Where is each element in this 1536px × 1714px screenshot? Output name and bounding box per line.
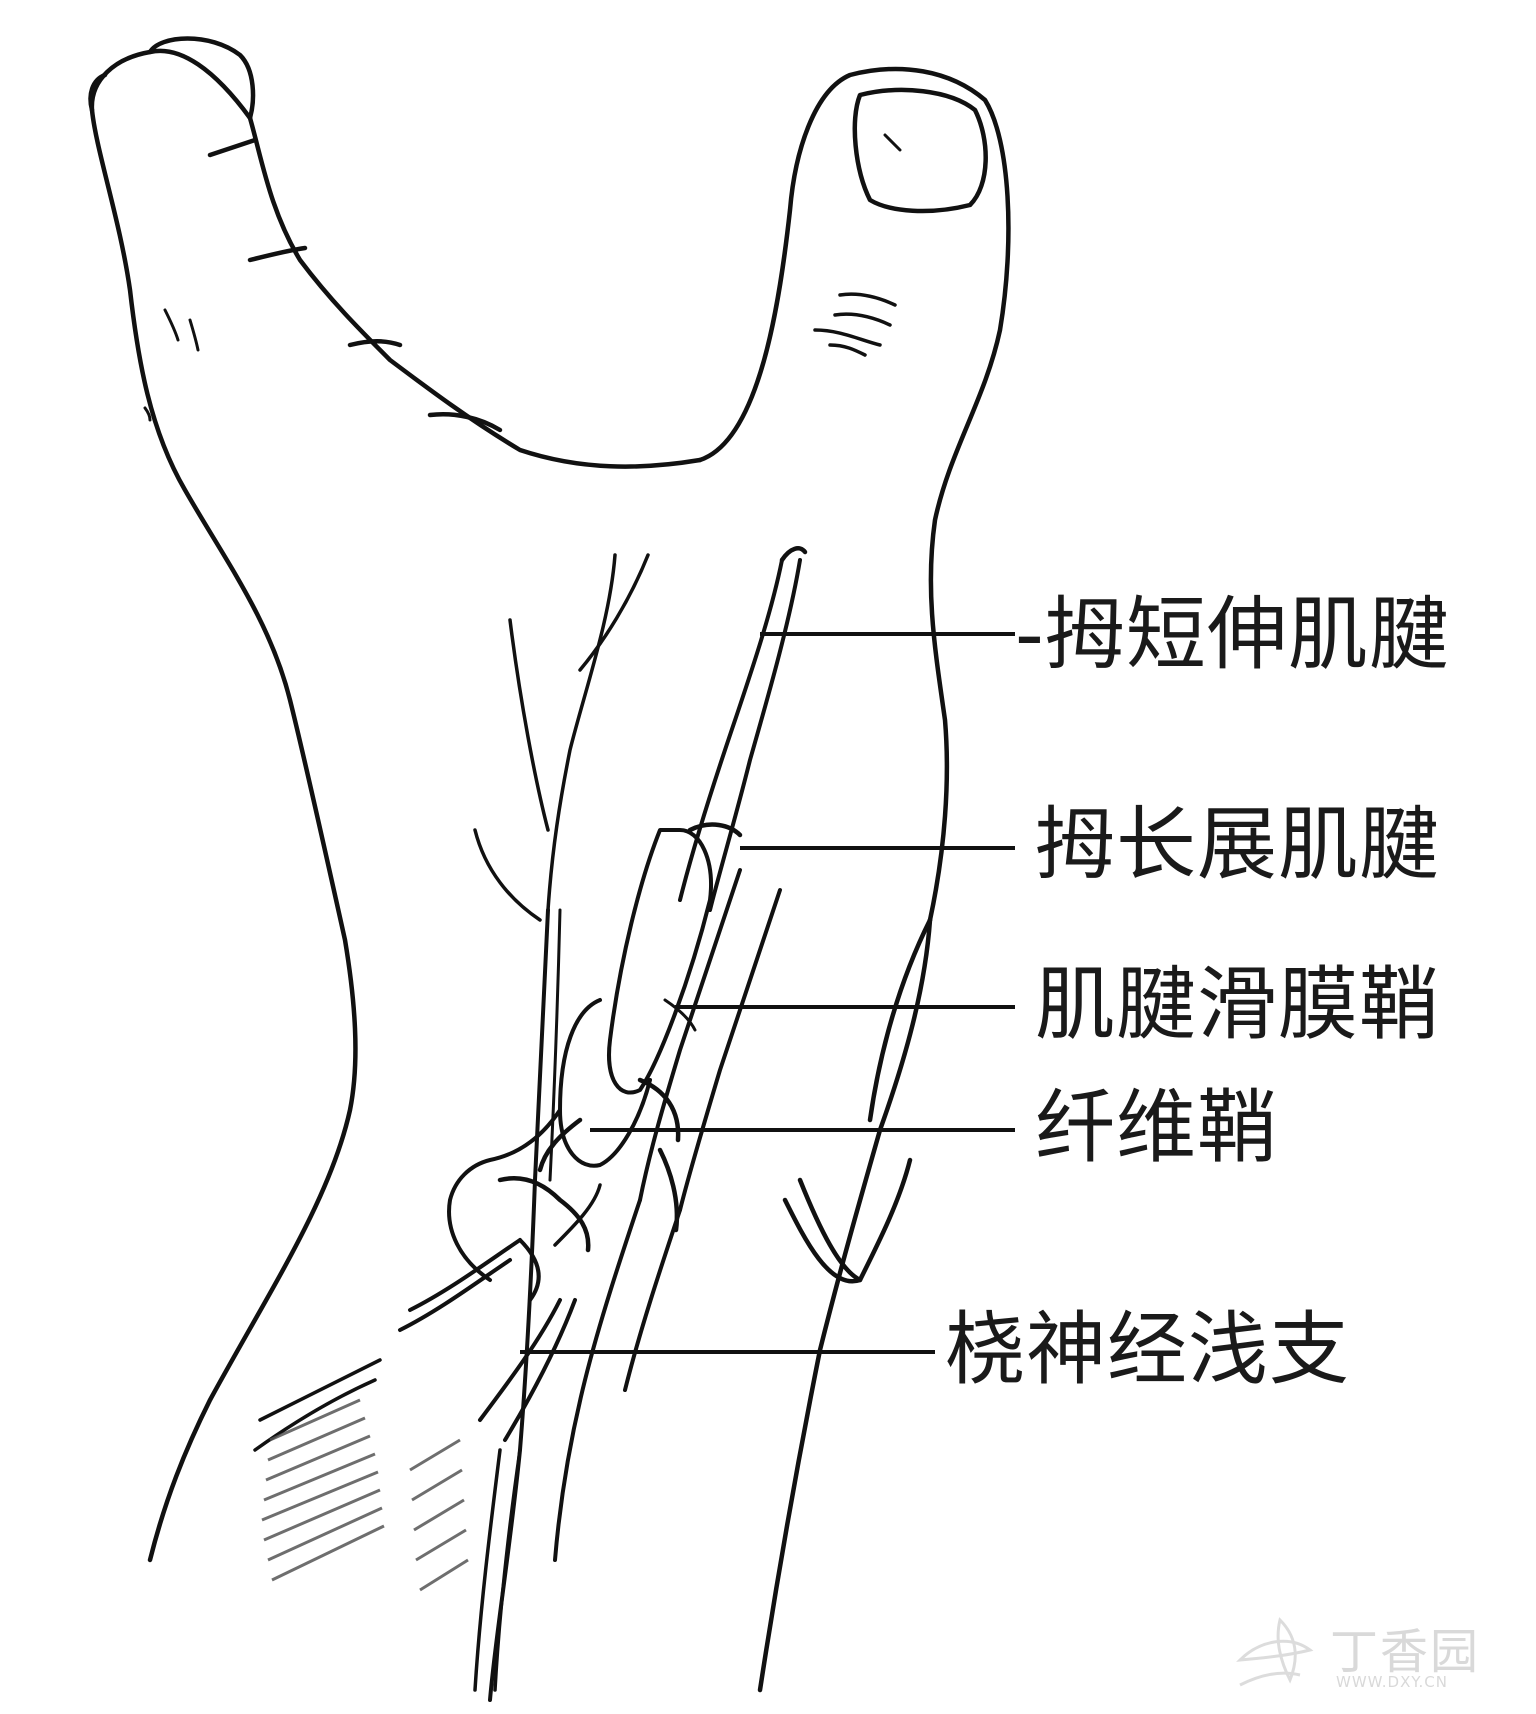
index-inner-edge — [247, 115, 703, 469]
retracted-skin-flap — [447, 1108, 562, 1282]
forearm-radial-edge — [757, 917, 933, 1693]
synovial-sheath — [607, 828, 713, 1095]
label-epb-tendon: -拇短伸肌腱 — [1015, 588, 1450, 681]
muscle-hatching — [261, 1398, 469, 1592]
retractor — [408, 1238, 522, 1312]
label-radial-nerve: 桡神经浅支 — [945, 1303, 1350, 1396]
watermark-text: 丁香园 — [1330, 1624, 1481, 1680]
epb-tendon — [678, 558, 784, 902]
forearm-inner-line — [867, 917, 933, 1123]
thumb-outline-left — [697, 66, 1011, 923]
label-synovial-sheath: 肌腱滑膜鞘 — [1035, 958, 1440, 1051]
watermark-logo — [1236, 1617, 1314, 1687]
label-apl-tendon: 拇长展肌腱 — [1035, 798, 1440, 891]
apl-tendon — [638, 868, 742, 1202]
watermark-url: WWW.DXY.CN — [1336, 1673, 1448, 1691]
nerve-branch — [546, 553, 617, 912]
label-fibrous-sheath: 纤维鞘 — [1035, 1081, 1278, 1174]
thumb-nail — [852, 87, 988, 214]
index-nail — [147, 36, 256, 121]
leader-lines — [520, 632, 1015, 1354]
fibrous-sheath — [558, 998, 652, 1168]
